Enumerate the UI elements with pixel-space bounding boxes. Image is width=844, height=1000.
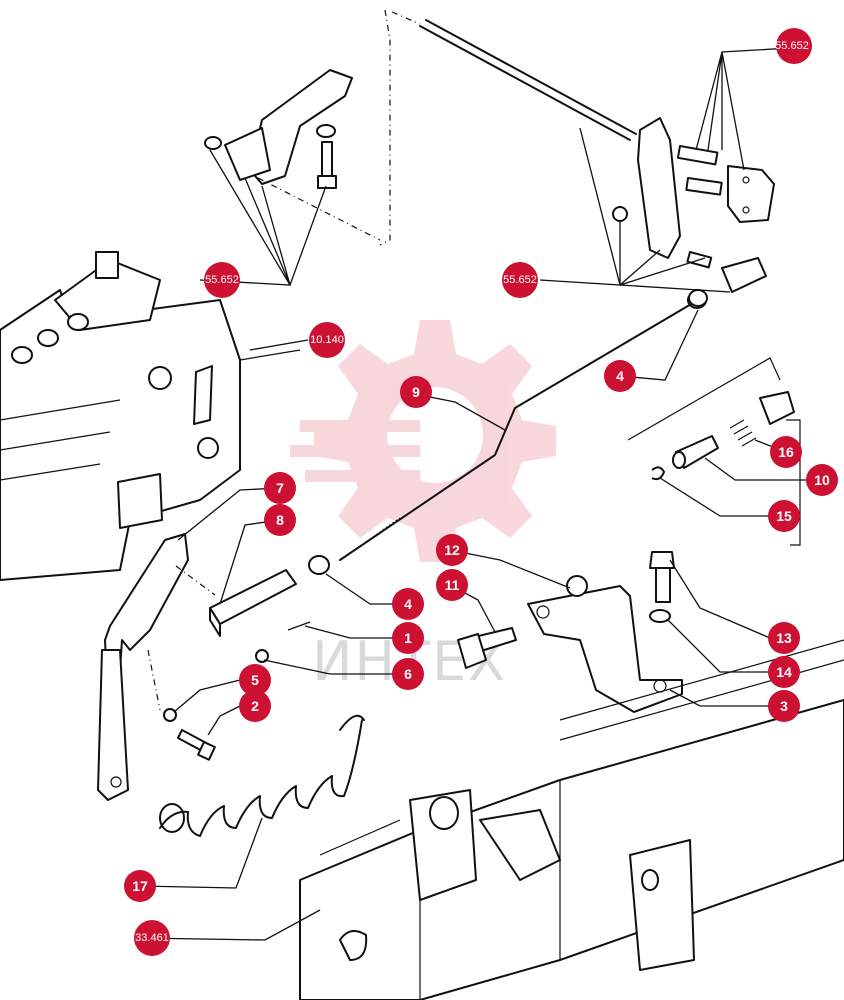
callout-part-15: 15 [768, 500, 800, 532]
svg-text:5: 5 [251, 672, 259, 688]
callout-part-10: 10 [806, 464, 838, 496]
svg-text:2: 2 [251, 698, 259, 714]
spring-detail-group [627, 357, 801, 546]
callout-part-4b: 4 [392, 588, 424, 620]
support-bracket [457, 551, 683, 713]
svg-text:9: 9 [412, 384, 420, 400]
svg-text:4: 4 [404, 596, 412, 612]
svg-text:17: 17 [132, 878, 148, 894]
callout-part-12: 12 [436, 534, 468, 566]
callout-part-7: 7 [264, 472, 296, 504]
callout-part-1: 1 [392, 622, 424, 654]
svg-text:55.652: 55.652 [503, 274, 537, 286]
callout-part-13: 13 [768, 622, 800, 654]
top-right-rod-assembly [391, 11, 775, 309]
callout-ref-55652-left: 55.652 [204, 262, 240, 298]
lever-assembly [97, 533, 311, 801]
return-spring [159, 714, 365, 837]
injection-pump [0, 251, 301, 581]
svg-text:4: 4 [616, 368, 624, 384]
callout-part-5: 5 [239, 664, 271, 696]
svg-text:6: 6 [404, 666, 412, 682]
callout-part-4a: 4 [604, 360, 636, 392]
callout-part-6: 6 [392, 658, 424, 690]
svg-text:16: 16 [778, 444, 794, 460]
callout-part-14: 14 [768, 656, 800, 688]
svg-text:14: 14 [776, 664, 792, 680]
svg-text:12: 12 [444, 542, 460, 558]
callout-part-8: 8 [264, 504, 296, 536]
watermark-gear [290, 320, 556, 562]
callout-part-11: 11 [436, 569, 468, 601]
callout-part-17: 17 [124, 870, 156, 902]
svg-text:13: 13 [776, 630, 792, 646]
svg-text:10: 10 [814, 472, 830, 488]
svg-text:10.140: 10.140 [310, 334, 344, 346]
svg-text:33.461: 33.461 [135, 932, 169, 944]
callout-part-2: 2 [239, 690, 271, 722]
svg-text:3: 3 [780, 698, 788, 714]
top-left-bracket [204, 9, 391, 246]
svg-text:55.652: 55.652 [775, 40, 809, 52]
tractor-frame [299, 639, 844, 1000]
callout-part-16: 16 [770, 436, 802, 468]
callout-ref-33461: 33.461 [134, 920, 170, 956]
svg-text:1: 1 [404, 630, 412, 646]
callout-ref-10140: 10.140 [309, 322, 345, 358]
svg-text:8: 8 [276, 512, 284, 528]
svg-text:55.652: 55.652 [205, 274, 239, 286]
callout-ref-55652-mid: 55.652 [502, 262, 538, 298]
svg-text:15: 15 [776, 508, 792, 524]
svg-text:7: 7 [276, 480, 284, 496]
callout-part-3: 3 [768, 690, 800, 722]
callout-ref-55652-top: 55.652 [775, 28, 812, 64]
callout-part-9: 9 [400, 376, 432, 408]
svg-text:11: 11 [445, 577, 460, 593]
connecting-rod [308, 289, 708, 575]
